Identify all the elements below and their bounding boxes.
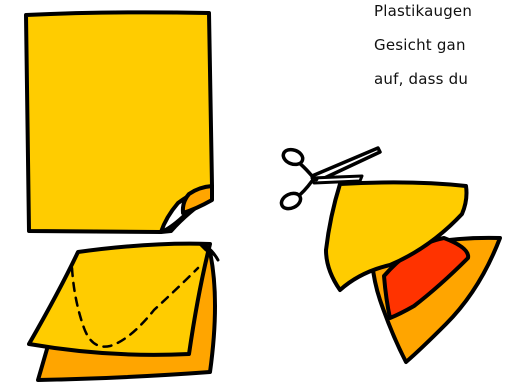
cut-paper-pieces-icon [326, 182, 500, 362]
folded-paper-with-cut-line-icon [29, 244, 218, 380]
paper-sheet-curled-corner-icon [26, 12, 212, 232]
